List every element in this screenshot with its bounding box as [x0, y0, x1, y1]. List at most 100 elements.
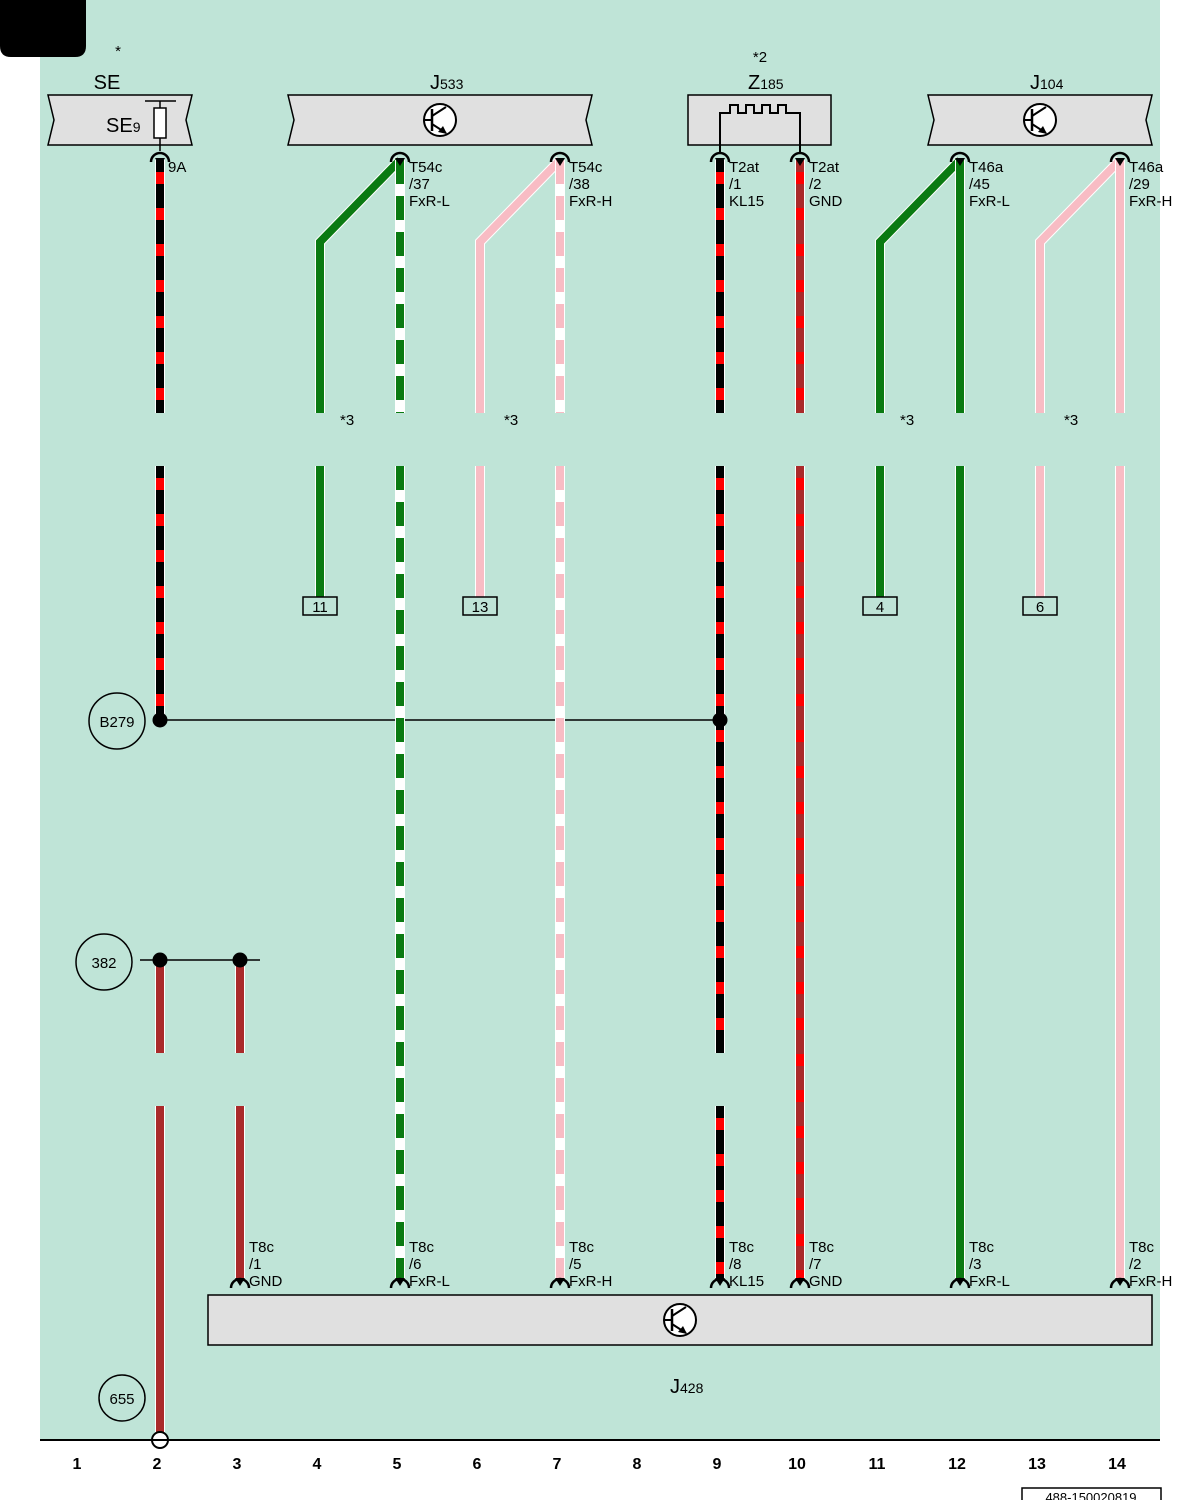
- component-se: * SE SE9: [47, 43, 193, 151]
- footnote-marker: *3: [900, 412, 914, 429]
- pin-label-se9: 9A: [168, 159, 186, 176]
- splice-dot: [152, 952, 168, 968]
- wire-green-branch-11: [875, 156, 964, 597]
- j104-index: 104: [1040, 76, 1064, 92]
- pin-connector-icon: [789, 151, 811, 166]
- wire-green-branch-4: [315, 156, 404, 597]
- footnotes: *3 *3 *3 *3: [340, 412, 1078, 429]
- pin-connector-icon: [1109, 1277, 1131, 1289]
- footnote-marker: *3: [504, 412, 518, 429]
- column-number: 14: [1108, 1456, 1126, 1473]
- pin-connector-icon: [549, 151, 571, 166]
- wires: [155, 156, 1125, 1432]
- reference-box-11: 11: [312, 599, 328, 616]
- reference-box-4: 4: [876, 599, 884, 616]
- splice-dot: [712, 712, 728, 728]
- column-number: 11: [869, 1456, 886, 1473]
- column-number: 2: [153, 1456, 162, 1473]
- column-number: 6: [473, 1456, 482, 1473]
- node-655: 655: [109, 1391, 134, 1408]
- pin-connector-icon: [229, 1277, 251, 1289]
- j533-main: J: [430, 72, 440, 94]
- column-number: 13: [1028, 1456, 1046, 1473]
- column-number: 4: [313, 1456, 322, 1473]
- column-number: 5: [393, 1456, 402, 1473]
- pin-connector-icon: [389, 1277, 411, 1289]
- pin-connector-icon: [709, 1277, 731, 1289]
- reference-box-13: 13: [472, 599, 489, 616]
- image-code: 488-150020819: [1045, 1490, 1136, 1500]
- column-number: 12: [948, 1456, 966, 1473]
- component-z185: *2 Z185: [687, 49, 832, 152]
- splice-dot: [232, 952, 248, 968]
- column-number: 10: [788, 1456, 806, 1473]
- column-number: 7: [553, 1456, 562, 1473]
- pin-connector-icon: [949, 151, 971, 166]
- nodes: B279 382 655: [75, 692, 728, 1449]
- se-label: SE: [94, 72, 121, 94]
- pin-connector-icon: [1109, 151, 1131, 166]
- j533-label: J533: [430, 72, 464, 94]
- image-code-box: [1021, 1487, 1162, 1500]
- pin-connectors: [149, 151, 1131, 1289]
- splice-dot: [152, 712, 168, 728]
- column-numbers: 1 2 3 4 5 6 7 8 9 10 11 12 13 14: [73, 1456, 1126, 1473]
- page-tab: [0, 0, 86, 57]
- j428-label: J428: [670, 1376, 704, 1398]
- transistor-icon: [423, 103, 457, 137]
- column-number: 1: [73, 1456, 82, 1473]
- j533-index: 533: [440, 76, 464, 92]
- component-j104: J104: [927, 72, 1153, 146]
- reference-boxes: 11 13 4 6: [302, 596, 1058, 616]
- z185-note: *2: [753, 49, 767, 66]
- node-382: 382: [91, 955, 116, 972]
- se-note: *: [115, 43, 121, 60]
- pin-connector-icon: [389, 151, 411, 166]
- se9-main: SE: [106, 115, 133, 137]
- column-number: 3: [233, 1456, 242, 1473]
- transistor-icon: [663, 1303, 697, 1337]
- pin-connector-icon: [949, 1277, 971, 1289]
- footnote-marker: *3: [340, 412, 354, 429]
- pin-connector-icon: [789, 1277, 811, 1289]
- j428-index: 428: [680, 1380, 704, 1396]
- z185-index: 185: [760, 76, 784, 92]
- pin-connector-icon: [549, 1277, 571, 1289]
- footnote-marker: *3: [1064, 412, 1078, 429]
- wire-pink-branch-13: [1035, 156, 1124, 597]
- component-j428: J428: [207, 1294, 1153, 1398]
- j428-main: J: [670, 1376, 680, 1398]
- wire-pink-branch-6: [475, 156, 564, 597]
- se9-label: SE9: [106, 115, 141, 137]
- pin-connector-icon: [149, 151, 171, 166]
- z185-label: Z185: [748, 72, 784, 94]
- component-j533: J533: [287, 72, 593, 146]
- fuse-icon: [153, 107, 167, 139]
- column-number: 9: [713, 1456, 722, 1473]
- transistor-icon: [1023, 103, 1057, 137]
- node-b279: B279: [99, 714, 134, 731]
- j104-main: J: [1030, 72, 1040, 94]
- z185-main: Z: [748, 72, 760, 94]
- pin-connector-icon: [709, 151, 731, 166]
- se9-index: 9: [133, 119, 141, 135]
- heater-icon: [719, 104, 801, 152]
- column-number: 8: [633, 1456, 642, 1473]
- reference-box-6: 6: [1036, 599, 1044, 616]
